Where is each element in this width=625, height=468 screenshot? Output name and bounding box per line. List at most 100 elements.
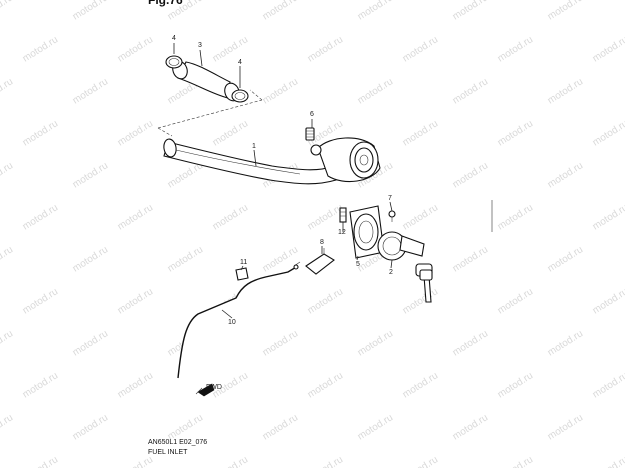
watermark-text: motod.ru [451,244,490,274]
clamp-part-4-upper [165,55,183,69]
callout-4-lower: 4 [238,59,242,66]
watermark-text: motod.ru [0,160,15,190]
watermark-text: motod.ru [261,244,300,274]
watermark-text: motod.ru [71,76,110,106]
watermark-text: motod.ru [591,286,625,316]
watermark-text: motod.ru [0,328,15,358]
watermark-text: motod.ru [306,286,345,316]
watermark-text: motod.ru [116,202,155,232]
watermark-text: motod.ru [166,412,205,442]
callout-2: 2 [389,269,393,276]
watermark-text: motod.ru [356,76,395,106]
watermark-text: motod.ru [116,118,155,148]
watermark-text: motod.ru [546,0,585,23]
watermark-text: motod.ru [356,0,395,23]
watermark-text: motod.ru [261,412,300,442]
leader-lines [173,43,393,319]
callout-8: 8 [320,239,324,246]
hose-part-3 [172,60,240,102]
watermark-text: motod.ru [401,34,440,64]
watermark-text: motod.ru [71,244,110,274]
bolt-part-12 [339,207,347,223]
watermark-text: motod.ru [116,34,155,64]
watermark-text: motod.ru [306,34,345,64]
diagram-title: FUEL INLET [148,449,188,456]
watermark-text: motod.ru [71,328,110,358]
watermark-text: motod.ru [451,0,490,23]
watermark-text: motod.ru [306,370,345,400]
watermark-text: motod.ru [0,244,15,274]
watermark-text: motod.ru [401,370,440,400]
figure-id: Fig.76 [148,0,183,7]
watermark-text: motod.ru [116,370,155,400]
watermark-text: motod.ru [306,202,345,232]
callout-6: 6 [310,111,314,118]
watermark-text: motod.ru [211,202,250,232]
watermark-text: motod.ru [0,412,15,442]
watermark-text: motod.ru [591,34,625,64]
watermark-text: motod.ru [546,328,585,358]
watermark-text: motod.ru [401,286,440,316]
watermark-text: motod.ru [401,118,440,148]
watermark-text: motod.ru [451,160,490,190]
watermark-text: motod.ru [496,286,535,316]
watermark-text: motod.ru [401,454,440,468]
watermark-text: motod.ru [21,202,60,232]
watermark-text: motod.ru [166,244,205,274]
callout-12: 12 [338,229,346,236]
watermark-text: motod.ru [261,328,300,358]
watermark-text: motod.ru [21,118,60,148]
callout-1: 1 [252,143,256,150]
key-icon [415,263,433,303]
filler-housing [310,137,381,183]
breather-part-6 [305,127,315,141]
callout-labels: 4 3 4 1 6 7 12 8 11 5 2 10 [172,35,393,326]
callout-4-upper: 4 [172,35,176,42]
reference-lines [157,89,493,232]
watermark-text: motod.ru [21,34,60,64]
clip-part-11 [235,267,249,281]
screw-part-7 [388,210,396,222]
watermark-text: motod.ru [116,286,155,316]
watermark-text: motod.ru [591,454,625,468]
watermark-text: motod.ru [211,34,250,64]
diagram-code: AN650L1 E02_076 [148,439,207,446]
watermark-text: motod.ru [211,118,250,148]
lock-part-2 [377,231,425,261]
callout-10: 10 [228,319,236,326]
clamp-part-4-lower [231,89,249,103]
watermark-text: motod.ru [451,412,490,442]
watermark-text: motod.ru [591,202,625,232]
watermark-text: motod.ru [211,454,250,468]
watermark-text: motod.ru [71,0,110,23]
watermark-text: motod.ru [261,76,300,106]
watermark-text: motod.ru [21,370,60,400]
watermark-text: motod.ru [0,76,15,106]
watermark-text: motod.ru [21,286,60,316]
watermark-text: motod.ru [401,202,440,232]
watermark-text: motod.ru [496,370,535,400]
watermark-text: motod.ru [0,0,15,23]
watermark-text: motod.ru [71,412,110,442]
watermark-text: motod.ru [546,76,585,106]
watermark-text: motod.ru [21,454,60,468]
watermark-text: motod.ru [546,412,585,442]
opener-part-8 [305,248,335,275]
watermark-text: motod.ru [591,118,625,148]
callout-5: 5 [356,261,360,268]
watermark-text: motod.ru [71,160,110,190]
watermark-text: motod.ru [306,454,345,468]
callout-11: 11 [240,259,247,266]
watermark-text: motod.ru [591,370,625,400]
watermark-text: motod.ru [546,160,585,190]
front-direction-marker: FWD [195,383,222,397]
callout-3: 3 [198,42,202,49]
watermark-text: motod.ru [496,118,535,148]
watermark-text: motod.ru [496,454,535,468]
watermark-text: motod.ru [116,454,155,468]
watermark-text: motod.ru [451,76,490,106]
watermark-text: motod.ru [546,244,585,274]
callout-7: 7 [388,195,392,202]
